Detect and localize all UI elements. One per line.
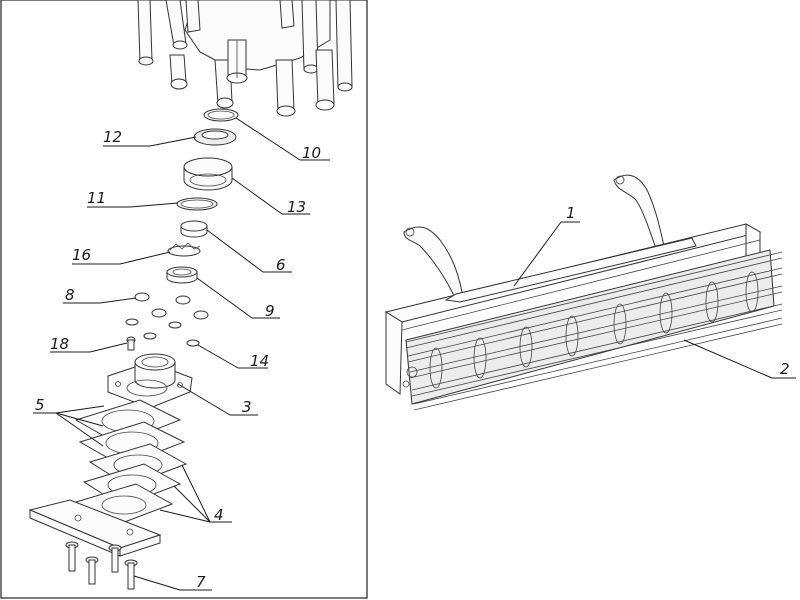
exploded-view: 12 10 13 11 6 16 9 8 18 14 3 5 4 7 <box>28 0 353 591</box>
label-10: 10 <box>302 144 321 162</box>
label-8: 8 <box>65 286 75 304</box>
label-3: 3 <box>242 398 252 416</box>
bolts-7 <box>65 541 138 590</box>
leader-lines <box>33 117 330 591</box>
label-2: 2 <box>780 360 790 378</box>
label-18: 18 <box>50 335 69 353</box>
lockwasher-16 <box>167 242 201 257</box>
nut-9 <box>166 266 198 284</box>
reel-rods <box>405 251 783 411</box>
circlip-11 <box>176 197 218 211</box>
grease-nipple-18 <box>126 336 136 351</box>
spacer-6 <box>180 220 208 238</box>
bearing-housing-3 <box>107 353 193 409</box>
reel-top <box>137 0 353 117</box>
washers-14 <box>125 318 200 347</box>
label-4: 4 <box>214 506 224 524</box>
reel-2 <box>402 249 783 411</box>
label-7: 7 <box>196 573 206 591</box>
label-5: 5 <box>35 396 45 414</box>
label-13: 13 <box>287 198 306 216</box>
mounting-arm-left <box>403 226 472 301</box>
assembly-view: 1 2 <box>384 174 796 411</box>
nuts-8 <box>134 292 209 320</box>
label-14: 14 <box>250 352 269 370</box>
label-6: 6 <box>276 256 286 274</box>
label-11: 11 <box>87 189 106 207</box>
circlip-10 <box>203 108 239 122</box>
label-16: 16 <box>72 246 91 264</box>
part-labels: 12 10 13 11 6 16 9 8 18 14 3 5 4 7 <box>35 128 321 591</box>
exploded-view-frame <box>0 0 368 599</box>
frame-1 <box>384 223 762 395</box>
label-9: 9 <box>265 302 275 320</box>
assembly-leaders <box>513 221 796 379</box>
reel-discs <box>429 271 759 389</box>
seal-12 <box>193 128 237 146</box>
label-12: 12 <box>103 128 122 146</box>
bearing-13 <box>183 157 233 191</box>
label-1: 1 <box>566 204 576 222</box>
mounting-arm-right <box>613 174 674 255</box>
reel-tubes <box>137 0 353 117</box>
base-plate <box>28 499 162 557</box>
